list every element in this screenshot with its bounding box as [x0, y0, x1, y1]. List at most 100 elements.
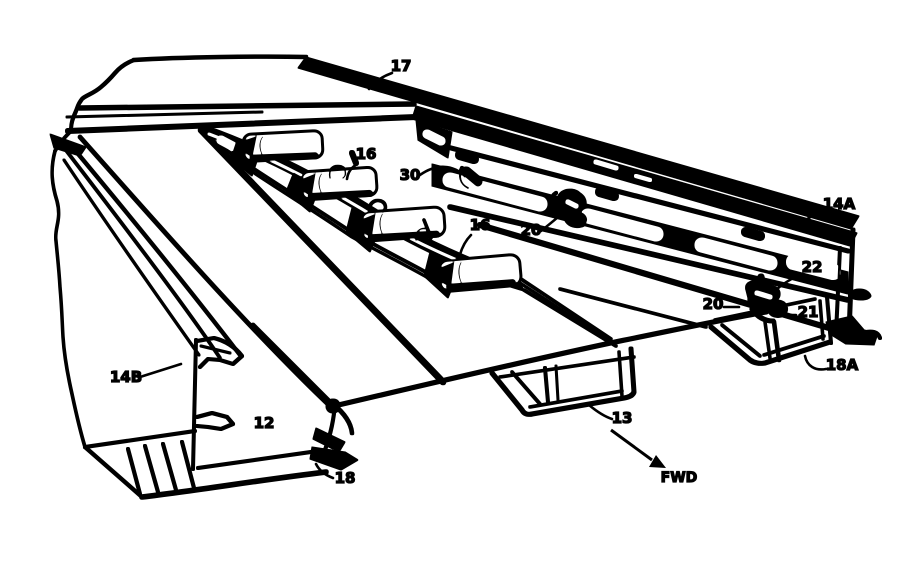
flange-hatch [126, 447, 142, 496]
roller-front-face [307, 189, 374, 200]
fitting-20b-slot [755, 291, 772, 299]
tray13-right-wall-inner [617, 350, 624, 398]
tray18a-bottom-inner [762, 334, 826, 357]
roller-4 [438, 253, 522, 293]
ref-label-14B: 14B [110, 368, 142, 386]
panel17-front-fold [77, 101, 417, 111]
roller-end-shade [439, 261, 455, 289]
fitting-tie-rod-inner [763, 320, 772, 360]
roller-end-shade [243, 135, 258, 159]
ref-label-20-first: 20 [521, 221, 542, 239]
bottom-flange-far-edge [83, 429, 197, 449]
ref-label-16-first-leader [345, 162, 359, 181]
ref-label-20-second: 20 [703, 295, 724, 313]
ref-label-30-leader [418, 165, 467, 178]
fwd-arrow-shaft [610, 428, 653, 462]
ref-label-18-leader [314, 462, 335, 480]
fitting-30 [461, 167, 483, 187]
ref-label-20-first-leader [539, 207, 569, 233]
bottom-flange-left-end [83, 445, 144, 499]
rail-web-slot [443, 173, 547, 211]
fitting-22-hook [768, 300, 788, 318]
panel-seam-line [522, 288, 618, 348]
rail-foot-toe [860, 330, 882, 340]
tray-near-wall-edge [198, 127, 446, 385]
right-tray [709, 295, 833, 366]
beam-flange-edge-4 [63, 159, 200, 356]
rail-lower-flange-line [558, 287, 708, 329]
tray13-seam-drop [543, 366, 550, 404]
flange-hatch [161, 442, 178, 492]
ref-label-18A: 18A [826, 356, 859, 374]
left-beam-14b [50, 135, 358, 500]
roller-end-shade [361, 212, 377, 240]
rail-cap-front-edge [422, 139, 850, 253]
beam-flange-edge-2 [67, 141, 242, 357]
rail-cap-notch [594, 160, 618, 170]
flange-end-beak [310, 447, 358, 470]
bottom-flange-near-edge [139, 469, 329, 500]
fitting-20-bracket [557, 189, 588, 228]
rail-end-hook [850, 289, 871, 301]
rail-clip [741, 227, 765, 241]
panel17-front-bottom-edge [65, 114, 419, 134]
rail-web-slot [786, 254, 841, 280]
roller-1 [242, 129, 324, 163]
flange-end-upper [313, 428, 345, 452]
beam-web-cut-edge [191, 338, 198, 471]
roller-front-face [445, 278, 517, 291]
ref-label-18A-leader [803, 354, 828, 371]
tray13-far-lip [498, 355, 636, 379]
panel17-edge-band [298, 57, 859, 229]
panel17-break-edge [69, 58, 136, 133]
fitting-tie-rod [772, 320, 781, 362]
tray18a-outline [709, 325, 832, 366]
beam-break-edge [50, 149, 87, 449]
fwd-arrowhead [649, 455, 666, 468]
roller-end-cap-line [258, 136, 265, 159]
ref-label-14B-leader [138, 362, 183, 379]
centre-tray [490, 347, 636, 417]
panel-near-edge [328, 310, 768, 409]
roller-mount-2 [368, 199, 387, 214]
ref-label-14A-leader [796, 210, 822, 230]
flange-hatch [143, 444, 160, 494]
support-rail-14a [412, 106, 882, 345]
roller-end-cap-line [318, 173, 324, 197]
ref-label-21: 21 [798, 303, 819, 321]
floor-panel [328, 310, 768, 409]
roller-3 [360, 206, 446, 242]
gusset-bottom-edge [196, 448, 327, 470]
tray18a-left-wall-inner [720, 323, 762, 358]
fitting-30-hook [458, 166, 470, 190]
tray13-outline [490, 347, 636, 417]
figure-ink [50, 54, 882, 500]
conveyor-rollers [242, 129, 522, 293]
panel17-front-line [66, 111, 263, 118]
roller-end-cap-line [457, 261, 465, 287]
rail-web-slot [581, 209, 663, 241]
roller-mount-stud [349, 150, 359, 166]
ref-label-16-second-leader [457, 233, 473, 260]
ref-label-30: 30 [400, 166, 421, 184]
roller-end-cap-line [379, 213, 385, 238]
fitting-20-slot [566, 200, 578, 208]
roller-front-face [367, 230, 441, 241]
rail-clip [595, 187, 619, 201]
rail-cap-notch [634, 174, 652, 182]
ref-label-13: 13 [612, 409, 633, 427]
panel17-top-edge [132, 54, 308, 62]
tray18a-far-lip [713, 297, 817, 322]
ref-label-22-leader [773, 273, 801, 293]
beam-flange-section [195, 336, 244, 369]
beam-flange-section-inner [200, 345, 231, 354]
fitting-20-tail [548, 191, 558, 214]
ref-label-17-leader [367, 71, 394, 91]
roller-tray [198, 124, 618, 385]
ref-label-14A: 14A [823, 195, 856, 213]
ref-label-16-second: 16 [470, 216, 491, 234]
ref-label-13-leader [587, 403, 614, 421]
